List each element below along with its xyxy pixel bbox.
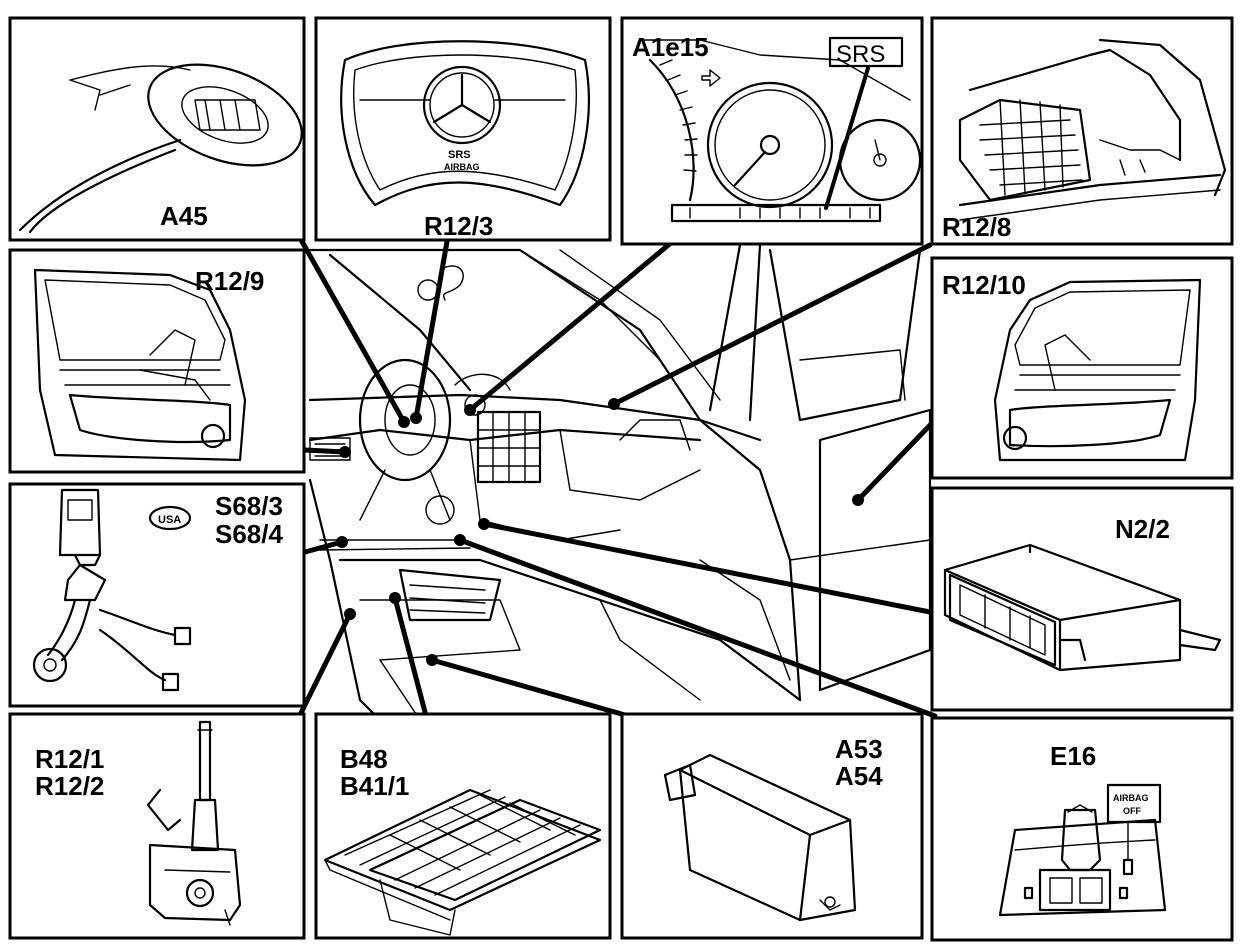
label-s68-3: S68/3 <box>215 491 283 521</box>
label-r12-1: R12/1 <box>35 744 104 774</box>
panel-r12-8: R12/8 <box>930 16 1234 246</box>
label-b48: B48 <box>340 744 388 774</box>
airbag-off-label-line1: AIRBAG <box>1113 793 1149 803</box>
label-r12-9: R12/9 <box>195 266 264 296</box>
steering-emblem-srs: SRS <box>448 149 471 161</box>
panel-a1e15: SRS A1e15 <box>620 16 924 246</box>
steering-emblem-airbag: AIRBAG <box>444 162 480 172</box>
label-a54: A54 <box>835 761 883 791</box>
panel-e16: AIRBAG OFF E16 <box>930 716 1234 942</box>
label-a1e15: A1e15 <box>632 32 709 62</box>
label-r12-8: R12/8 <box>942 212 1011 242</box>
label-e16: E16 <box>1050 741 1096 771</box>
label-r12-10: R12/10 <box>942 270 1026 300</box>
panel-r12-1: R12/1 R12/2 <box>8 712 306 940</box>
panel-s68: USA S68/3 S68/4 <box>8 482 306 708</box>
leader-dots <box>336 398 864 666</box>
panel-n2-2: N2/2 <box>930 486 1234 712</box>
panel-r12-9: R12/9 <box>8 248 306 474</box>
label-a45: A45 <box>160 201 208 231</box>
usa-badge: USA <box>158 514 181 526</box>
label-a53: A53 <box>835 734 883 764</box>
label-s68-4: S68/4 <box>215 519 283 549</box>
panel-r12-10: R12/10 <box>930 256 1234 480</box>
panel-b48: B48 B41/1 <box>314 712 612 940</box>
label-n2-2: N2/2 <box>1115 514 1170 544</box>
panel-a53: A53 A54 <box>620 712 924 940</box>
panel-r12-3: SRS AIRBAG R12/3 <box>314 16 612 242</box>
panel-a45: A45 <box>8 16 306 242</box>
label-r12-2: R12/2 <box>35 771 104 801</box>
airbag-off-label-line2: OFF <box>1123 806 1141 816</box>
srs-warning-badge: SRS <box>836 41 885 68</box>
car-interior-drawing <box>308 243 932 722</box>
leader-lines <box>297 233 938 719</box>
label-r12-3: R12/3 <box>424 211 493 241</box>
label-b41-1: B41/1 <box>340 771 409 801</box>
